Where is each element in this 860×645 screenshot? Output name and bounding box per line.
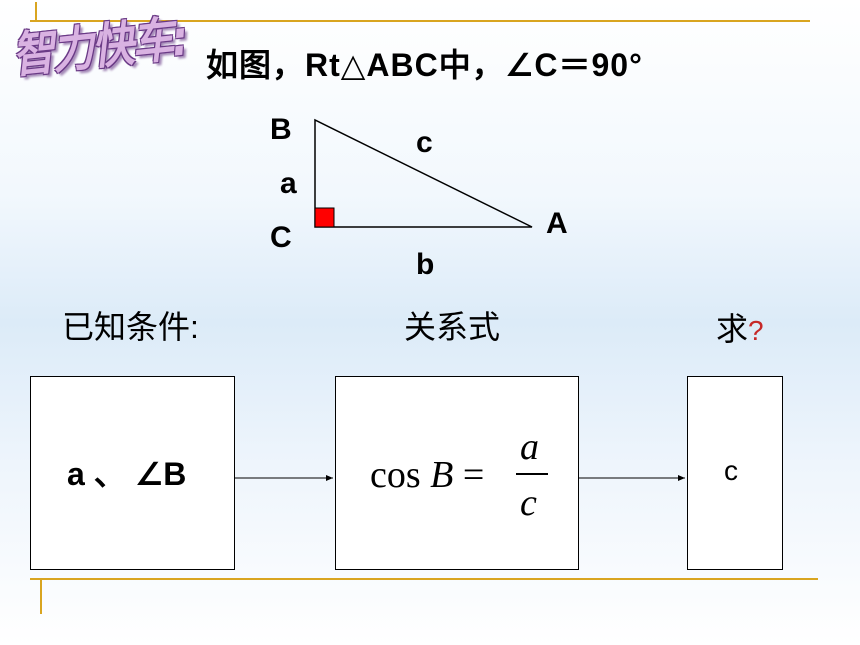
bottom-rule-tick: [40, 580, 42, 614]
right-triangle-diagram: B C A a b c: [270, 113, 568, 281]
right-angle-marker: [314, 207, 335, 228]
relation-label: 关系式: [404, 309, 501, 345]
formula-numerator: a: [520, 426, 539, 468]
side-c-label: c: [416, 126, 433, 159]
bottom-rule: [30, 578, 818, 580]
formula-lhs: cos B =: [370, 453, 484, 497]
cos-formula: cos B = a c: [370, 425, 550, 524]
find-label: 求?: [716, 304, 764, 350]
formula-fn: cos: [370, 454, 421, 496]
side-b-label: b: [416, 248, 434, 281]
vertex-b-label: B: [270, 113, 292, 146]
question-mark: ?: [748, 315, 764, 346]
known-value: a 、 ∠B: [67, 456, 187, 492]
result-box: c: [687, 376, 783, 570]
formula-box: cos B = a c: [335, 376, 579, 570]
known-conditions-label: 已知条件:: [62, 309, 199, 345]
formula-eq: =: [462, 454, 485, 496]
triangle-outline: [314, 118, 533, 228]
formula-denominator: c: [520, 482, 537, 524]
known-box: a 、 ∠B: [30, 376, 235, 570]
fraction-bar: [516, 473, 548, 475]
side-a-label: a: [280, 167, 297, 200]
find-text: 求: [716, 311, 749, 347]
result-value: c: [724, 455, 738, 486]
formula-var: B: [430, 454, 454, 496]
vertex-a-label: A: [546, 207, 568, 240]
headline: 如图，Rt△ABC中，∠C＝90°: [206, 47, 643, 83]
vertex-c-label: C: [270, 221, 292, 254]
top-rule: [30, 20, 810, 22]
top-rule-tick: [35, 2, 37, 20]
